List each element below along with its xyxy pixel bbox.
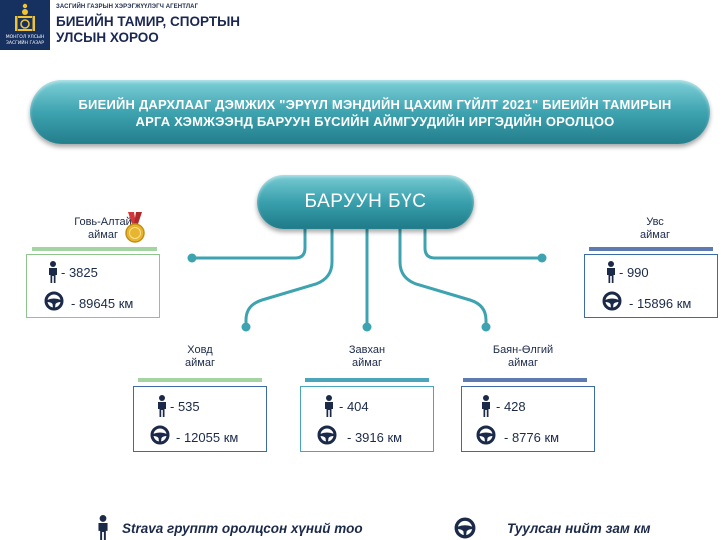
province-underline bbox=[32, 247, 157, 251]
person-icon bbox=[482, 395, 490, 417]
province-suffix: аймаг bbox=[88, 229, 118, 241]
steering-wheel-icon bbox=[150, 425, 170, 445]
participants-row: - 990 bbox=[585, 261, 717, 283]
province-suffix: аймаг bbox=[640, 229, 670, 241]
participants-count: - 3825 bbox=[61, 265, 98, 280]
distance-row: - 15896 км bbox=[585, 291, 717, 313]
participants-row: - 428 bbox=[462, 395, 594, 417]
participants-count: - 535 bbox=[170, 399, 200, 414]
province-card-bayan-ulgii: - 428 - 8776 км bbox=[461, 386, 595, 452]
distance-row: - 12055 км bbox=[134, 425, 266, 447]
person-icon bbox=[325, 395, 333, 417]
distance-row: - 8776 км bbox=[462, 425, 594, 447]
province-suffix: аймаг bbox=[185, 357, 215, 369]
distance-km: - 89645 км bbox=[71, 296, 134, 311]
province-suffix: аймаг bbox=[352, 357, 382, 369]
steering-wheel-icon bbox=[602, 291, 622, 311]
province-label-zavkhan: Завхан аймаг bbox=[317, 344, 417, 370]
province-label-khovd: Ховд аймаг bbox=[150, 344, 250, 370]
connector-dot bbox=[241, 322, 251, 332]
participants-count: - 404 bbox=[339, 399, 369, 414]
steering-wheel-icon bbox=[317, 425, 337, 445]
participants-count: - 428 bbox=[496, 399, 526, 414]
banner-line2: АРГА ХЭМЖЭЭНД БАРУУН БҮСИЙН АЙМГУУДИЙН И… bbox=[135, 114, 615, 129]
province-label-govi-altai: Говь-Алтай аймаг bbox=[48, 216, 158, 242]
title-banner: БИЕИЙН ДАРХЛААГ ДЭМЖИХ "ЭРҮҮЛ МЭНДИЙН ЦА… bbox=[30, 80, 710, 144]
province-card-uvs: - 990 - 15896 км bbox=[584, 254, 718, 318]
logo-caption-line2: ЗАСГИЙН ГАЗАР bbox=[6, 41, 44, 46]
hub-label: БАРУУН БҮС bbox=[304, 191, 427, 212]
distance-km: - 15896 км bbox=[629, 296, 692, 311]
province-card-govi-altai: - 3825 - 89645 км bbox=[26, 254, 160, 318]
province-card-zavkhan: - 404 - 3916 км bbox=[300, 386, 434, 452]
distance-row: - 89645 км bbox=[27, 291, 159, 313]
soyombo-emblem-icon bbox=[15, 3, 35, 31]
org-name-line1: БИЕИЙН ТАМИР, СПОРТЫН bbox=[56, 14, 241, 29]
banner-title: БИЕИЙН ДАРХЛААГ ДЭМЖИХ "ЭРҮҮЛ МЭНДИЙН ЦА… bbox=[70, 96, 680, 130]
connector-dot bbox=[537, 253, 547, 263]
distance-km: - 3916 км bbox=[347, 430, 403, 445]
agency-subtitle: ЗАСГИЙН ГАЗРЫН ХЭРЭГЖҮҮЛЭГЧ АГЕНТЛАГ bbox=[56, 4, 199, 10]
province-underline bbox=[138, 378, 262, 382]
participants-count: - 990 bbox=[619, 265, 649, 280]
province-suffix: аймаг bbox=[508, 357, 538, 369]
distance-km: - 12055 км bbox=[176, 430, 239, 445]
banner-line1: БИЕИЙН ДАРХЛААГ ДЭМЖИХ "ЭРҮҮЛ МЭНДИЙН ЦА… bbox=[78, 97, 672, 112]
distance-row: - 3916 км bbox=[301, 425, 433, 447]
participants-row: - 3825 bbox=[27, 261, 159, 283]
legend-participants-label: Strava группт оролцсон хүний тоо bbox=[122, 521, 363, 536]
steering-wheel-icon bbox=[44, 291, 64, 311]
participants-row: - 535 bbox=[134, 395, 266, 417]
participants-row: - 404 bbox=[301, 395, 433, 417]
province-name: Говь-Алтай bbox=[74, 216, 132, 228]
government-logo: МОНГОЛ УЛСЫН ЗАСГИЙН ГАЗАР bbox=[0, 0, 50, 50]
person-icon bbox=[158, 395, 166, 417]
gold-medal-icon bbox=[125, 212, 145, 243]
province-underline bbox=[589, 247, 713, 251]
person-icon bbox=[49, 261, 57, 283]
connector-dot bbox=[362, 322, 372, 332]
steering-wheel-icon bbox=[476, 425, 496, 445]
legend-steering-wheel-icon bbox=[454, 517, 476, 539]
logo-caption-line1: МОНГОЛ УЛСЫН bbox=[5, 35, 45, 40]
province-label-bayan-ulgii: Баян-Өлгий аймаг bbox=[468, 344, 578, 370]
province-name: Баян-Өлгий bbox=[492, 344, 554, 356]
province-name: Увс bbox=[646, 216, 664, 228]
person-icon bbox=[607, 261, 615, 283]
distance-km: - 8776 км bbox=[504, 430, 560, 445]
province-name: Ховд bbox=[187, 344, 213, 356]
western-region-hub: БАРУУН БҮС bbox=[257, 175, 474, 229]
connector-dot bbox=[481, 322, 491, 332]
province-name: Завхан bbox=[348, 344, 386, 356]
province-underline bbox=[305, 378, 429, 382]
province-label-uvs: Увс аймаг bbox=[600, 216, 710, 242]
province-underline bbox=[463, 378, 587, 382]
org-name-line2: УЛСЫН ХОРОО bbox=[56, 30, 159, 45]
connector-dot bbox=[187, 253, 197, 263]
legend-distance-label: Туулсан нийт зам км bbox=[507, 521, 651, 536]
province-card-khovd: - 535 - 12055 км bbox=[133, 386, 267, 452]
legend-person-icon bbox=[98, 515, 108, 540]
